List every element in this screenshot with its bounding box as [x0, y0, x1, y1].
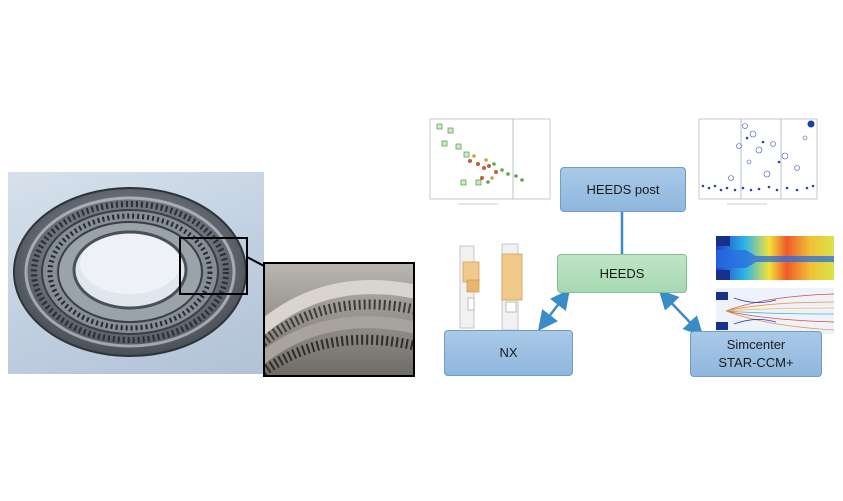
zoom-detail-photo [263, 262, 415, 377]
simcenter-label-line2: STAR-CCM+ [718, 355, 794, 370]
zoom-region-box [179, 237, 248, 295]
nx-label: NX [499, 345, 518, 361]
heeds-post-node: HEEDS post [560, 167, 686, 212]
arrow-heeds-nx [537, 289, 571, 331]
ring-photo [8, 172, 264, 374]
scatter-plot-thumbnail-left [418, 116, 553, 208]
zoom-detail-illustration [265, 280, 413, 375]
scatter-plot-thumbnail-right [687, 116, 821, 208]
heeds-node: HEEDS [557, 254, 687, 293]
simcenter-node: Simcenter STAR-CCM+ [690, 331, 822, 377]
cfd-flow-field [716, 236, 834, 334]
arrow-heeds-simcenter [658, 289, 704, 337]
simcenter-label-line1: Simcenter [726, 337, 786, 353]
nx-geometry-model [458, 240, 528, 334]
nx-node: NX [444, 330, 573, 376]
heeds-post-label: HEEDS post [586, 181, 660, 197]
heeds-label: HEEDS [599, 265, 645, 281]
zoom-connector-line [246, 256, 267, 268]
